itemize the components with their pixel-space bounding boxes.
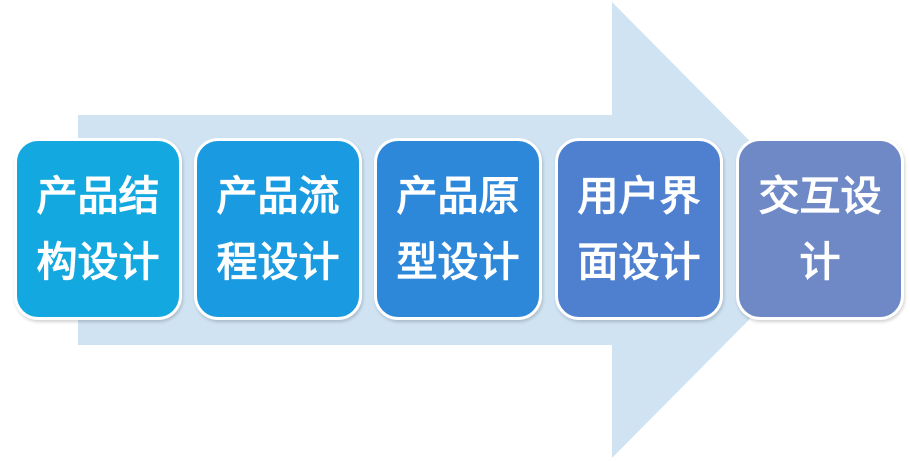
- step-product-prototype-design: 产品原型设计: [374, 138, 542, 320]
- step-label: 产品原型设计: [396, 172, 520, 286]
- step-label: 产品流程设计: [216, 172, 340, 286]
- step-interaction-design: 交互设计: [736, 138, 904, 320]
- step-product-flow-design: 产品流程设计: [194, 138, 362, 320]
- step-label: 产品结构设计: [36, 172, 160, 286]
- step-label: 用户界面设计: [577, 172, 701, 286]
- step-product-structure-design: 产品结构设计: [14, 138, 182, 320]
- step-label: 交互设计: [758, 172, 882, 286]
- step-user-interface-design: 用户界面设计: [555, 138, 723, 320]
